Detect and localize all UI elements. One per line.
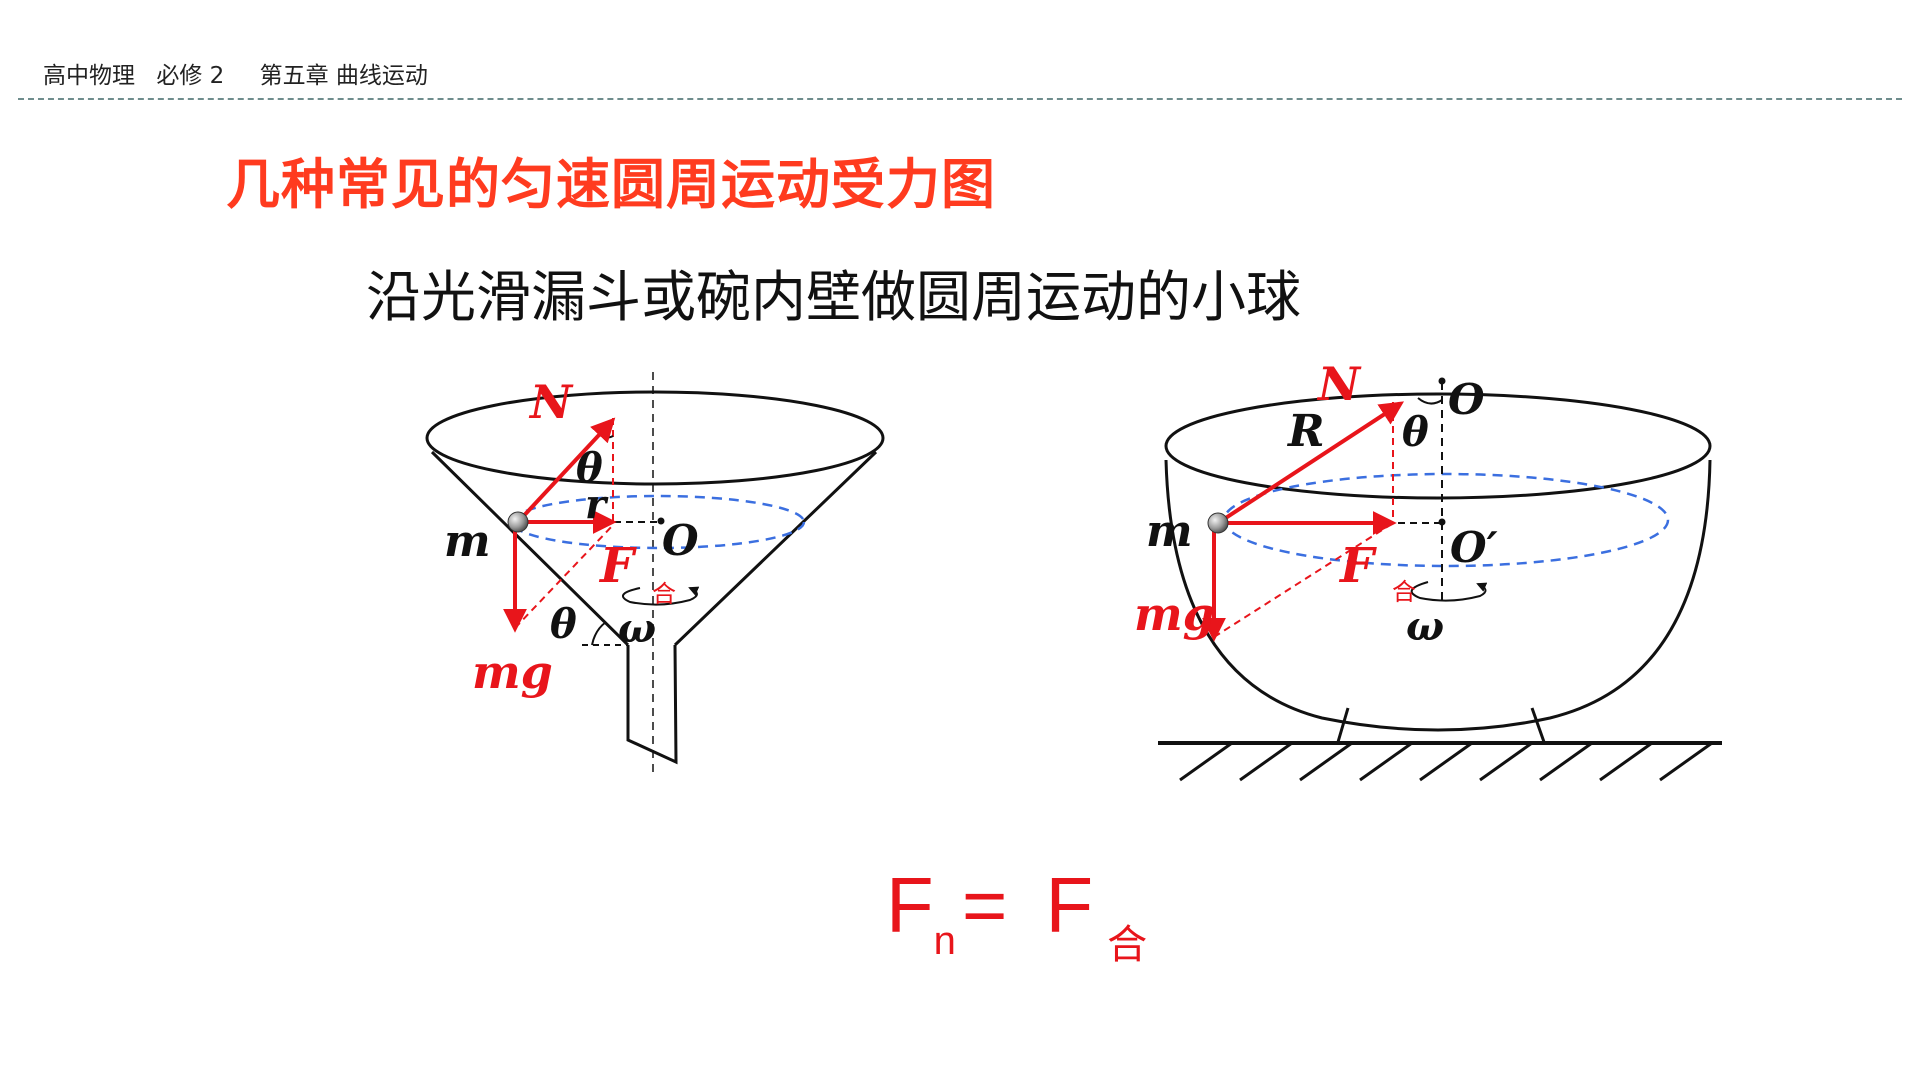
funnel-label-theta-bottom: θ	[550, 601, 577, 648]
funnel-rim	[425, 390, 885, 486]
bowl-label-theta: θ	[1402, 409, 1429, 456]
funnel-label-mg: mg	[472, 645, 553, 699]
header-course: 高中物理	[43, 63, 135, 89]
bowl-rim	[1164, 392, 1712, 500]
funnel-label-f: F	[598, 538, 637, 594]
funnel-label-m: m	[444, 516, 491, 567]
funnel-label-omega: ω	[618, 605, 656, 652]
bowl-label-omega: ω	[1406, 603, 1444, 650]
header-chapter: 第五章 曲线运动	[259, 63, 428, 89]
bowl-angle-arc	[1417, 397, 1443, 405]
bowl-label-o: O	[1448, 375, 1485, 424]
funnel-normal-force-arrow	[516, 417, 616, 524]
formula-rhs: F	[1045, 861, 1094, 949]
funnel-label-n: N	[528, 375, 574, 429]
formula-lhs-sub: n	[933, 919, 956, 963]
bowl-label-o-prime: O′	[1450, 523, 1498, 572]
slide-subtitle: 沿光滑漏斗或碗内壁做圆周运动的小球	[366, 265, 1302, 329]
funnel-label-f-sub: 合	[652, 580, 676, 608]
bowl-label-f: F	[1338, 538, 1377, 594]
header-divider	[18, 98, 1902, 100]
formula-equals: =	[961, 861, 1008, 949]
funnel-label-r: r	[585, 481, 609, 528]
ground-hatching	[1179, 741, 1713, 782]
bowl-diagram: N O R θ m F 合 O′ mg ω	[1134, 357, 1722, 782]
funnel-label-o: O	[662, 516, 699, 565]
bowl-top-center-dot	[1438, 377, 1446, 385]
formula-lhs: F	[886, 861, 934, 949]
funnel-spout	[626, 644, 678, 765]
bowl-label-r: R	[1286, 406, 1325, 457]
page-header: 高中物理 必修 2 第五章 曲线运动	[43, 56, 442, 90]
bowl-ball	[1207, 512, 1229, 534]
funnel-ball	[507, 511, 529, 533]
bowl-label-n: N	[1316, 357, 1362, 411]
bowl-normal-force-arrow	[1216, 401, 1405, 525]
bowl-label-m: m	[1146, 506, 1193, 557]
slide-title: 几种常见的匀速圆周运动受力图	[226, 153, 996, 216]
bowl-parallelogram-line	[1213, 524, 1391, 638]
funnel-label-theta-top: θ	[576, 445, 603, 492]
funnel-cone	[430, 450, 878, 647]
funnel-center-dot	[657, 517, 665, 525]
funnel-angle-arc-bottom	[591, 621, 607, 646]
funnel-diagram: N θ r m O F 合 mg θ ω	[425, 372, 885, 775]
funnel-rotation-arrow	[621, 586, 700, 606]
bowl-rotation-arrow	[1410, 581, 1488, 602]
funnel-orbit	[510, 494, 806, 550]
bowl-feet	[1336, 707, 1546, 743]
bowl-label-f-sub: 合	[1392, 578, 1416, 606]
header-module: 必修 2	[156, 63, 225, 89]
bowl-label-mg: mg	[1134, 587, 1215, 641]
formula-rhs-sub: 合	[1107, 923, 1148, 967]
